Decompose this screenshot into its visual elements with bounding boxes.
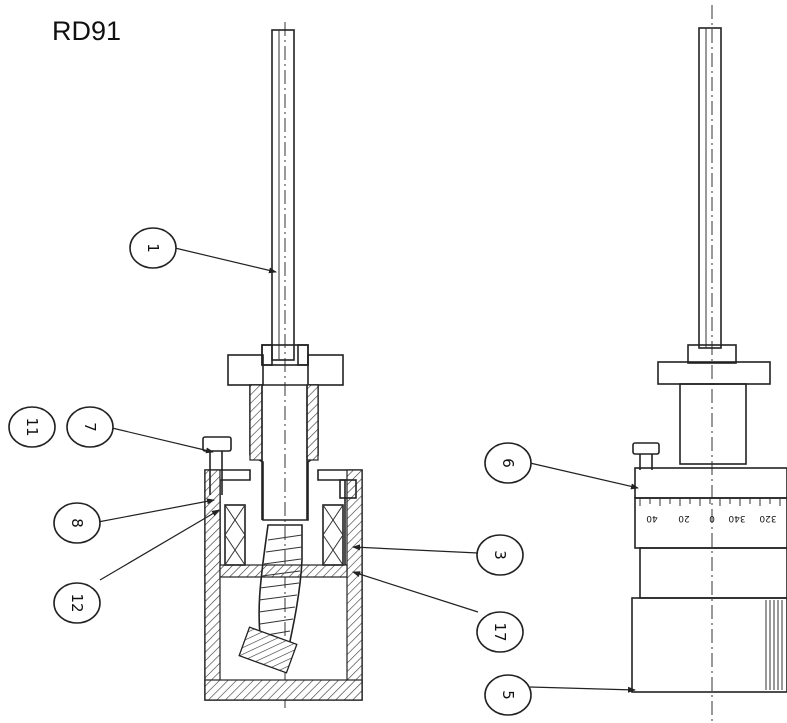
scale-label: 20 [678, 513, 690, 523]
body-lower [631, 597, 787, 693]
section-view [97, 22, 479, 712]
callout-label: 11 [23, 417, 41, 436]
bearing-right [322, 504, 344, 566]
callout-12: 12 [53, 582, 101, 624]
flange-left-b [307, 354, 344, 386]
callout-8: 8 [53, 502, 101, 544]
callout-label: 7 [81, 422, 99, 432]
callout-7: 7 [66, 406, 114, 448]
callout-5: 5 [484, 674, 532, 716]
callout-label: 1 [144, 243, 162, 253]
scale-label: 320 [759, 513, 776, 523]
scale-label: 40 [646, 513, 658, 523]
flange-right [657, 361, 771, 385]
exterior-view: 40 20 0 340 320 [529, 5, 787, 723]
callout-label: 3 [491, 550, 509, 560]
sleeve-right [679, 383, 747, 465]
callout-3: 3 [476, 534, 524, 576]
graduated-dial [634, 467, 787, 499]
callout-1: 1 [129, 227, 177, 269]
dial-scale: 40 20 0 340 320 [646, 513, 777, 523]
callout-label: 8 [68, 518, 86, 528]
callout-11: 11 [8, 406, 56, 448]
drawing-title: RD91 [52, 16, 122, 46]
body-upper [639, 547, 787, 599]
scale-label: 0 [709, 513, 715, 523]
flange-left-a [227, 354, 264, 386]
shaft-right [698, 27, 722, 349]
callout-6: 6 [484, 442, 532, 484]
flex-spring [238, 524, 303, 674]
scale-label: 340 [728, 513, 745, 523]
dial-ticks [639, 498, 781, 506]
callout-17: 17 [476, 611, 524, 653]
shaft-left [271, 29, 295, 361]
callout-label: 5 [499, 690, 517, 700]
callout-label: 17 [491, 622, 509, 641]
screw-7 [202, 436, 232, 495]
callout-label: 12 [68, 593, 86, 612]
bearing-left [224, 504, 246, 566]
callout-label: 6 [499, 458, 517, 468]
